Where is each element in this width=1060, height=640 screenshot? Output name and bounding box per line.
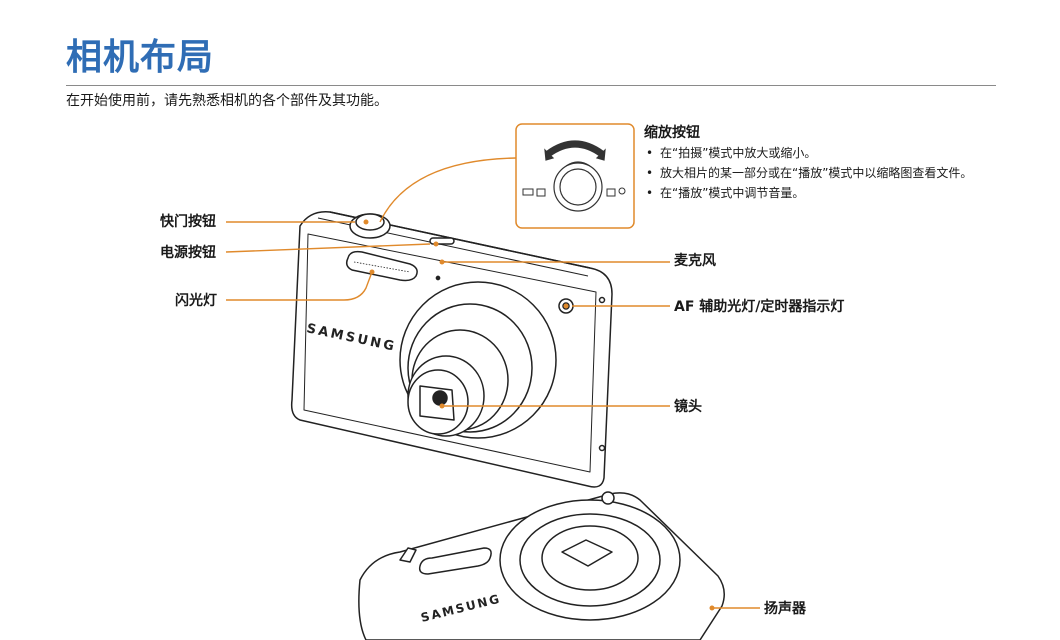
zoom-description: 缩放按钮 • 在“拍摄”模式中放大或缩小。 • 放大相片的某一部分或在“播放”模…	[644, 124, 1004, 205]
leader-dots	[363, 219, 715, 611]
page-subtitle: 在开始使用前，请先熟悉相机的各个部件及其功能。	[66, 93, 388, 109]
callout-microphone: 麦克风	[674, 253, 716, 269]
zoom-list-item: • 在“拍摄”模式中放大或缩小。	[644, 145, 1004, 162]
zoom-list: • 在“拍摄”模式中放大或缩小。 • 放大相片的某一部分或在“播放”模式中以缩略…	[644, 145, 1004, 202]
callout-af-lamp: AF 辅助光灯/定时器指示灯	[674, 299, 845, 315]
callout-shutter: 快门按钮	[160, 214, 216, 230]
zoom-item-text: 在“拍摄”模式中放大或缩小。	[660, 146, 817, 160]
title-divider	[66, 85, 996, 86]
bullet-marker: •	[646, 146, 654, 160]
zoom-inset	[515, 123, 635, 229]
zoom-item-text: 在“播放”模式中调节音量。	[660, 186, 805, 200]
zoom-list-item: • 在“播放”模式中调节音量。	[644, 185, 1004, 202]
callout-power: 电源按钮	[160, 245, 216, 261]
page-title: 相机布局	[66, 37, 215, 78]
bullet-marker: •	[646, 166, 654, 180]
zoom-list-item: • 放大相片的某一部分或在“播放”模式中以缩略图查看文件。	[644, 165, 1004, 182]
leader-lines	[225, 157, 760, 609]
zoom-item-text: 放大相片的某一部分或在“播放”模式中以缩略图查看文件。	[660, 166, 973, 180]
camera-back	[358, 491, 725, 640]
callout-lens: 镜头	[674, 399, 702, 415]
bullet-marker: •	[646, 186, 654, 200]
zoom-title: 缩放按钮	[644, 125, 700, 141]
zoom-icons	[522, 187, 626, 197]
callout-speaker: 扬声器	[764, 601, 806, 617]
callout-flash: 闪光灯	[175, 293, 217, 309]
camera-front	[290, 211, 613, 488]
